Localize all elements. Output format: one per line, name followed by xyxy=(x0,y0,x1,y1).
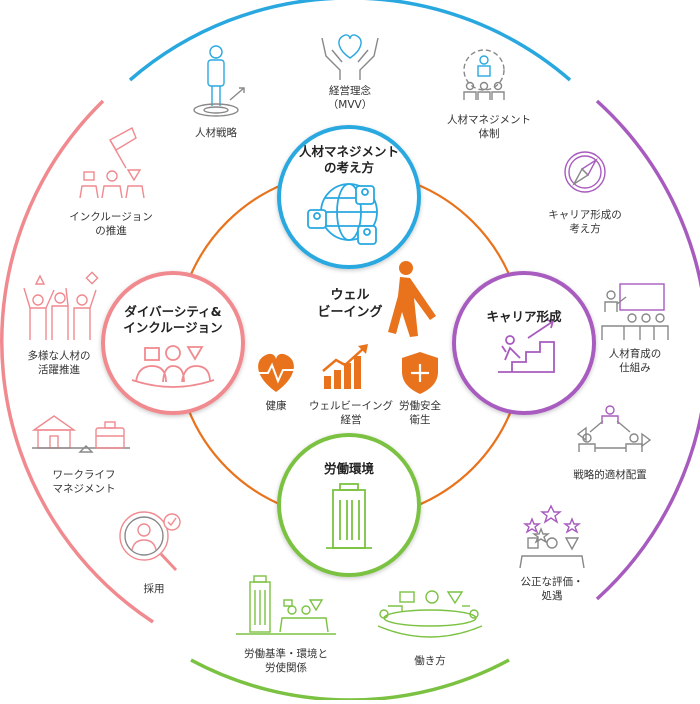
outer-item-diverse-talent[interactable]: 多様な人材の 活躍推進 xyxy=(14,349,104,377)
outer-item-evaluation-label2: 処遇 xyxy=(541,590,563,602)
compass-icon xyxy=(564,151,606,193)
outer-item-hr-strategy[interactable]: 人材戦略 xyxy=(176,126,256,140)
outer-item-labor-standards-label1: 労働基準・環境と xyxy=(244,648,328,660)
org-gear-icon xyxy=(463,49,505,100)
raised-hands-icon xyxy=(23,271,99,340)
center-title: ウェル ビーイング xyxy=(300,287,400,321)
hub-bottom-title: 労働環境 xyxy=(289,461,409,477)
outer-item-labor-standards-label2: 労使関係 xyxy=(265,662,307,674)
outer-item-philosophy-label2: （MVV） xyxy=(327,99,373,111)
outer-item-recruitment[interactable]: 採用 xyxy=(124,582,184,596)
hands-heart-icon xyxy=(321,34,379,80)
outer-item-inclusion-label2: の推進 xyxy=(95,225,127,237)
hub-right-title-line1: キャリア形成 xyxy=(486,309,562,324)
outer-arc-purple xyxy=(595,99,700,601)
hub-bottom[interactable] xyxy=(277,433,421,577)
outer-item-evaluation[interactable]: 公正な評価・ 処遇 xyxy=(502,575,602,603)
flag-team-icon xyxy=(79,127,145,199)
outer-item-diverse-talent-label1: 多様な人材の xyxy=(27,350,91,362)
outer-item-labor-standards[interactable]: 労働基準・環境と 労使関係 xyxy=(226,647,346,675)
outer-item-evaluation-label1: 公正な評価・ xyxy=(520,576,584,588)
outer-item-hr-strategy-label: 人材戦略 xyxy=(195,127,237,139)
center-item-wellbeing-management[interactable]: ウェルビーイング 経営 xyxy=(296,399,406,427)
outer-item-workstyle-label: 働き方 xyxy=(414,655,446,667)
diverse-team-icon xyxy=(131,345,215,388)
hub-left-title: ダイバーシティ& インクルージョン xyxy=(103,304,243,336)
outer-item-career-approach-label2: 考え方 xyxy=(569,223,601,235)
outer-item-career-approach-label1: キャリア形成の xyxy=(548,209,622,221)
magnifier-person-icon xyxy=(119,511,181,572)
stretching-person-icon xyxy=(388,261,436,337)
hub-top-title-line1: 人材マネジメント xyxy=(298,144,399,159)
home-briefcase-icon xyxy=(31,415,130,453)
hub-bottom-title-line1: 労働環境 xyxy=(323,461,374,476)
outer-item-development-label2: 仕組み xyxy=(619,362,651,374)
outer-item-worklife[interactable]: ワークライフ マネジメント xyxy=(34,468,134,496)
outer-item-career-approach[interactable]: キャリア形成の 考え方 xyxy=(535,208,635,236)
safety-shield-icon xyxy=(402,352,438,394)
outer-item-placement[interactable]: 戦略的適材配置 xyxy=(560,468,660,482)
career-stairs-icon xyxy=(498,319,555,373)
outer-item-hr-system-label1: 人材マネジメント xyxy=(447,114,531,126)
outer-item-development[interactable]: 人材育成の 仕組み xyxy=(595,347,675,375)
office-building-icon xyxy=(326,483,372,549)
center-item-health-label: 健康 xyxy=(265,400,287,412)
center-item-health[interactable]: 健康 xyxy=(246,399,306,413)
hub-top-title-line2: の考え方 xyxy=(323,160,374,175)
meeting-table-icon xyxy=(377,590,483,638)
center-item-safety-label-line1: 労働安全 xyxy=(399,400,441,412)
target-person-icon xyxy=(193,45,245,117)
placement-network-icon xyxy=(576,405,652,452)
outer-item-hr-system-label2: 体制 xyxy=(478,128,500,140)
outer-item-development-label1: 人材育成の xyxy=(608,348,662,360)
outer-item-philosophy[interactable]: 経営理念 （MVV） xyxy=(300,84,400,112)
star-rating-icon xyxy=(519,504,585,569)
hub-left-title-line1: ダイバーシティ& xyxy=(124,304,222,319)
heart-pulse-icon xyxy=(258,353,294,392)
hub-top-title: 人材マネジメント の考え方 xyxy=(284,144,414,176)
outer-arc-blue xyxy=(128,0,572,82)
training-board-icon xyxy=(601,283,669,340)
outer-item-workstyle[interactable]: 働き方 xyxy=(390,654,470,668)
outer-item-hr-system[interactable]: 人材マネジメント 体制 xyxy=(434,113,544,141)
building-meeting-icon xyxy=(236,575,336,635)
center-item-wb-label-line1: ウェルビーイング xyxy=(309,400,393,412)
outer-item-inclusion[interactable]: インクルージョン の推進 xyxy=(56,210,166,238)
outer-item-worklife-label2: マネジメント xyxy=(52,483,116,495)
hub-top[interactable] xyxy=(277,125,421,269)
outer-item-worklife-label1: ワークライフ xyxy=(52,469,116,481)
globe-network-icon xyxy=(307,183,378,245)
outer-item-inclusion-label1: インクルージョン xyxy=(69,211,153,223)
hub-left[interactable] xyxy=(101,271,245,415)
outer-item-recruitment-label: 採用 xyxy=(143,583,165,595)
outer-item-diverse-talent-label2: 活躍推進 xyxy=(38,364,80,376)
center-title-line2: ビーイング xyxy=(317,305,383,320)
growth-chart-icon xyxy=(322,344,368,389)
outer-item-philosophy-label1: 経営理念 xyxy=(329,85,371,97)
hub-right-title: キャリア形成 xyxy=(464,309,584,325)
outer-arc-pink xyxy=(0,99,154,624)
center-item-safety-label-line2: 衛生 xyxy=(409,414,431,426)
outer-item-placement-label: 戦略的適材配置 xyxy=(573,469,647,481)
center-title-line1: ウェル xyxy=(330,288,370,303)
hub-right[interactable] xyxy=(452,271,596,415)
center-item-safety[interactable]: 労働安全 衛生 xyxy=(390,399,450,427)
hub-left-title-line2: インクルージョン xyxy=(123,320,223,335)
center-item-wb-label-line2: 経営 xyxy=(340,414,362,426)
